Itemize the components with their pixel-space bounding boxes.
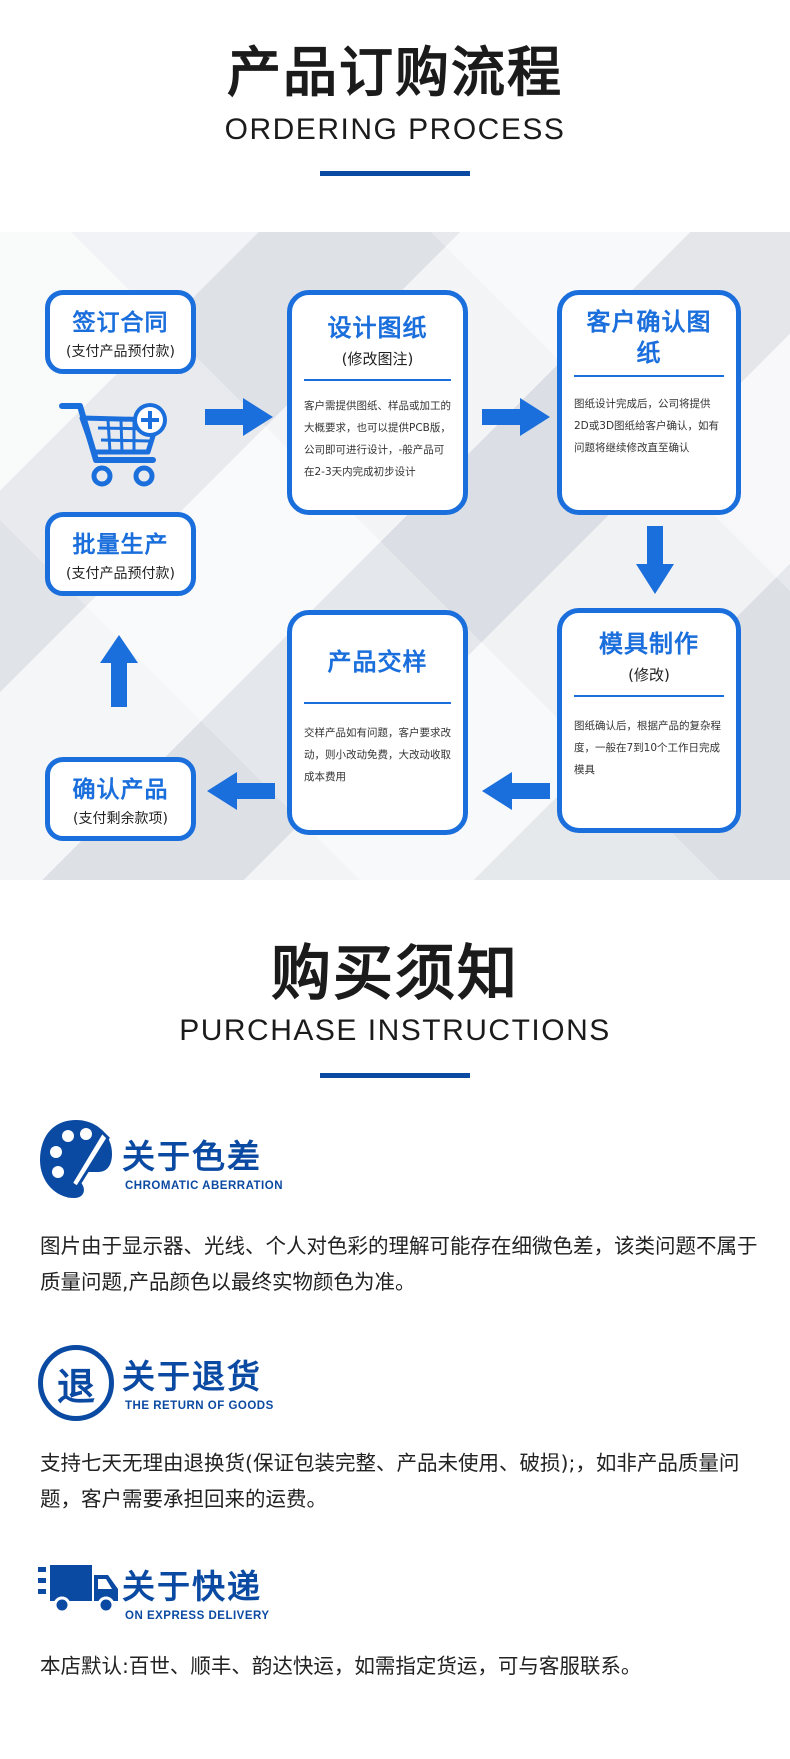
step-mold-making: 模具制作 (修改) 图纸确认后，根据产品的复杂程度，一般在7到10个工作日完成模… <box>557 608 741 833</box>
ordering-subtitle: ORDERING PROCESS <box>224 113 566 146</box>
step-customer-confirm-title: 客户确认图纸 <box>586 308 712 367</box>
arrow-right-icon <box>482 398 550 436</box>
ordering-divider <box>320 171 470 176</box>
step-sign-sub: (支付产品预付款) <box>66 344 175 360</box>
arrow-up-icon <box>100 635 138 707</box>
step-batch-title: 批量生产 <box>72 532 169 558</box>
instruction-text: 本店默认:百世、顺丰、韵达快运，如需指定货运，可与客服联系。 <box>40 1654 642 1678</box>
ordering-title: 产品订购流程 <box>227 41 563 104</box>
instruction-text: 图片由于显示器、光线、个人对色彩的理解可能存在细微色差，该类问题不属于质量问题,… <box>40 1234 758 1294</box>
purchase-subtitle: PURCHASE INSTRUCTIONS <box>179 1014 611 1047</box>
instruction-title: 关于退货 <box>122 1357 262 1396</box>
instruction-text: 支持七天无理由退换货(保证包装完整、产品未使用、破损);，如非产品质量问题，客户… <box>40 1451 740 1511</box>
shopping-cart-icon <box>59 403 167 487</box>
instruction-subtitle: THE RETURN OF GOODS <box>125 1400 274 1412</box>
step-batch-production: 批量生产 (支付产品预付款) <box>45 512 196 596</box>
step-mold-sub: (修改) <box>628 666 670 684</box>
step-confirm-product-title: 确认产品 <box>72 777 169 803</box>
arrow-left-icon <box>482 772 550 810</box>
purchase-divider <box>320 1073 470 1078</box>
arrow-down-icon <box>636 526 674 594</box>
step-product-sample: 产品交样 交样产品如有问题，客户要求改动，则小改动免费，大改动收取成本费用 <box>287 610 468 835</box>
step-design-title: 设计图纸 <box>327 314 428 342</box>
instruction-subtitle: ON EXPRESS DELIVERY <box>125 1610 270 1622</box>
instruction-title: 关于色差 <box>122 1137 262 1176</box>
step-batch-sub: (支付产品预付款) <box>66 566 175 582</box>
step-customer-confirm-desc: 图纸设计完成后，公司将提供2D或3D图纸给客户确认，如有问题将继续修改直至确认 <box>574 398 720 454</box>
step-sample-title: 产品交样 <box>327 648 428 676</box>
step-customer-confirm-divider <box>574 375 724 377</box>
step-design-desc: 客户需提供图纸、样品或加工的大概要求，也可以提供PCB版，公司即可进行设计，-般… <box>304 400 451 478</box>
step-mold-divider <box>574 695 724 697</box>
step-design-drawing: 设计图纸 (修改图注) 客户需提供图纸、样品或加工的大概要求，也可以提供PCB版… <box>287 290 468 515</box>
step-mold-title: 模具制作 <box>599 630 699 658</box>
step-confirm-product-sub: (支付剩余款项) <box>73 811 168 827</box>
instruction-subtitle: CHROMATIC ABERRATION <box>125 1180 283 1192</box>
arrow-left-icon <box>207 772 275 810</box>
step-sample-divider <box>304 702 451 704</box>
step-confirm-product: 确认产品 (支付剩余款项) <box>45 757 196 841</box>
return-icon-char: 退 <box>56 1364 95 1409</box>
delivery-truck-icon <box>38 1565 118 1613</box>
step-sign-contract: 签订合同 (支付产品预付款) <box>45 290 196 374</box>
purchase-title: 购买须知 <box>271 939 519 1009</box>
step-design-sub: (修改图注) <box>341 350 414 368</box>
return-icon: 退 <box>38 1345 114 1421</box>
arrow-right-icon <box>205 398 273 436</box>
step-customer-confirm: 客户确认图纸 图纸设计完成后，公司将提供2D或3D图纸给客户确认，如有问题将继续… <box>557 290 741 515</box>
step-sample-desc: 交样产品如有问题，客户要求改动，则小改动免费，大改动收取成本费用 <box>304 727 451 783</box>
palette-icon <box>40 1120 112 1199</box>
step-mold-desc: 图纸确认后，根据产品的复杂程度，一般在7到10个工作日完成模具 <box>574 720 721 776</box>
instruction-title: 关于快递 <box>122 1567 262 1606</box>
step-design-divider <box>304 379 451 381</box>
step-sign-title: 签订合同 <box>72 310 169 336</box>
